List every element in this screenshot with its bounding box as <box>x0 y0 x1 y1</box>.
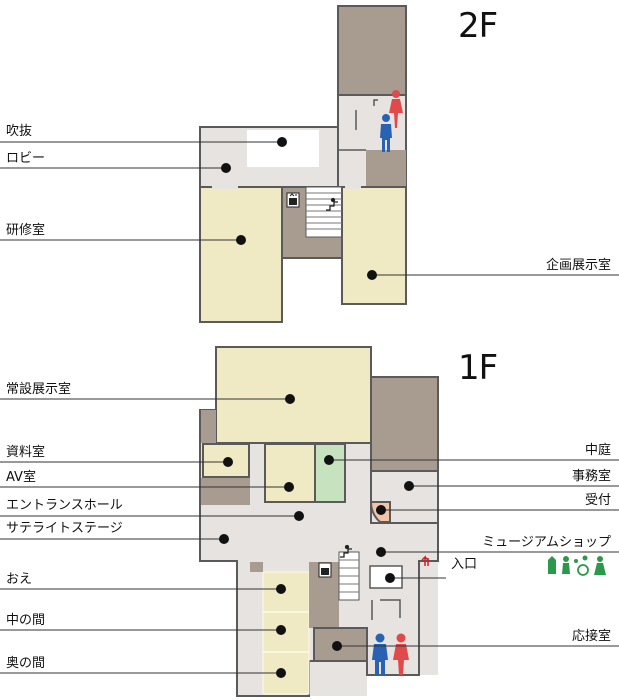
room-markers <box>219 137 414 678</box>
label-reception-room: 応接室 <box>571 629 611 644</box>
label-av-room: AV室 <box>6 470 36 485</box>
label-entrance-hall: エントランスホール <box>6 498 123 513</box>
label-archives: 資料室 <box>6 445 46 460</box>
2f-atrium <box>247 130 319 167</box>
men-restroom-icon <box>372 633 388 675</box>
label-reception: 受付 <box>584 493 611 508</box>
1f-av-room <box>264 443 316 503</box>
label-office: 事務室 <box>571 469 611 484</box>
leader-lines <box>0 141 619 674</box>
entrance-arrow-icon <box>421 555 429 566</box>
1f-permanent-exhibit <box>215 346 372 444</box>
label-permanent-exhibit: 常設展示室 <box>6 382 72 397</box>
elevator-icon <box>318 562 332 578</box>
2f-training-room <box>199 186 283 323</box>
label-satellite-stage: サテライトステージ <box>6 521 123 536</box>
1f-japanese-rooms <box>262 571 310 695</box>
2f-service-tower <box>337 5 407 96</box>
floor-label-1f: 1F <box>458 348 498 388</box>
2f-stair-treads <box>306 192 342 230</box>
stairs-icon <box>326 197 338 211</box>
label-oku-no-ma: 奥の間 <box>6 656 46 671</box>
stairs-icon <box>340 544 352 558</box>
label-courtyard: 中庭 <box>584 443 611 458</box>
label-planning-exhibit: 企画展示室 <box>545 258 611 273</box>
2f-planning-exhibit <box>341 186 407 305</box>
accessible-facilities-icon <box>548 555 606 576</box>
label-atrium: 吹抜 <box>6 124 33 139</box>
women-restroom-icon <box>389 90 403 128</box>
label-museum-shop: ミュージアムショップ <box>482 535 611 550</box>
label-oe: おえ <box>6 572 33 587</box>
1f-service-block <box>370 376 439 472</box>
label-naka-no-ma: 中の間 <box>6 613 46 628</box>
women-restroom-icon <box>393 633 409 675</box>
label-training-room: 研修室 <box>6 223 46 238</box>
label-lobby: ロビー <box>6 151 46 166</box>
label-entrance: 入口 <box>451 557 478 572</box>
1f-courtyard <box>314 443 346 503</box>
1f-stair-treads <box>339 559 359 593</box>
floor-label-2f: 2F <box>458 6 498 46</box>
men-restroom-icon <box>380 114 392 152</box>
elevator-icon <box>286 192 300 208</box>
